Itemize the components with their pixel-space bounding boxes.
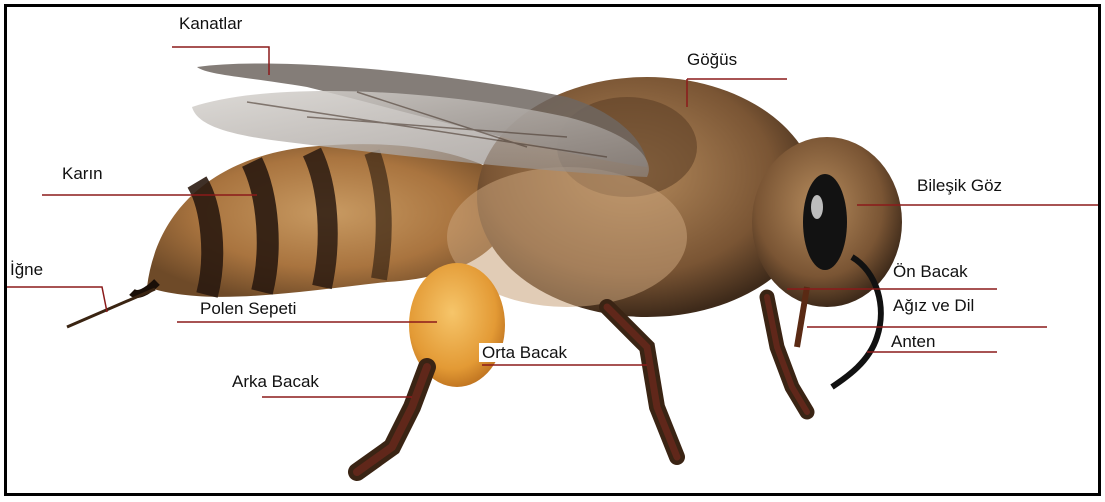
label-wings: Kanatlar xyxy=(179,15,242,32)
label-hind-leg: Arka Bacak xyxy=(232,373,319,390)
label-middle-leg: Orta Bacak xyxy=(479,343,570,362)
middle-leg-shape xyxy=(607,307,677,457)
label-abdomen: Karın xyxy=(62,165,103,182)
label-compound-eye: Bileşik Göz xyxy=(917,177,1002,194)
label-pollen-basket: Polen Sepeti xyxy=(197,299,299,318)
label-mouth-tongue: Ağız ve Dil xyxy=(893,297,974,314)
label-thorax: Göğüs xyxy=(687,51,737,68)
label-antenna: Anten xyxy=(891,333,935,350)
stinger-shape xyxy=(67,289,155,327)
bee-illustration xyxy=(7,7,1098,493)
head-shape xyxy=(752,137,902,307)
hind-leg-shape xyxy=(357,367,427,472)
label-stinger: İğne xyxy=(10,261,43,278)
diagram-frame: Kanatlar Göğüs Karın Bileşik Göz İğne Ön… xyxy=(4,4,1101,496)
leader-stinger xyxy=(7,287,107,312)
label-front-leg: Ön Bacak xyxy=(893,263,968,280)
